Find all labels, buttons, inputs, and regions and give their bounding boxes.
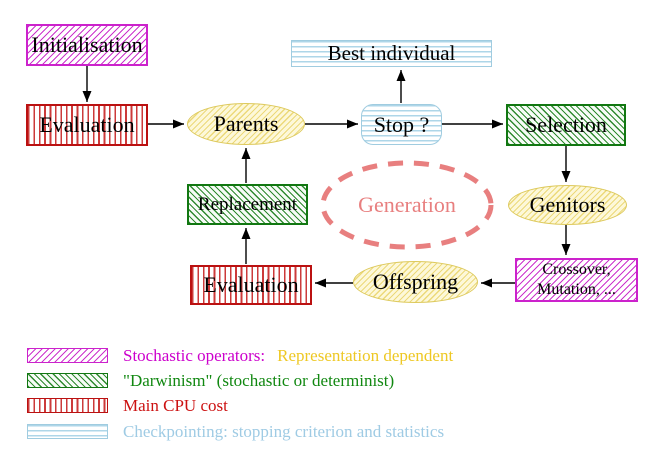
node-evaluation-top: Evaluation: [26, 104, 148, 146]
legend-row-checkpointing: Checkpointing: stopping criterion and st…: [27, 422, 444, 441]
legend-label-stochastic-operators: Stochastic operators:: [123, 345, 266, 365]
node-replacement: Replacement: [187, 184, 308, 225]
legend-label-main-cpu-cost: Main CPU cost: [123, 395, 228, 415]
node-stop: Stop ?: [361, 104, 442, 145]
legend-label-darwinism: "Darwinism" (stochastic or determinist): [123, 370, 395, 390]
legend-swatch-darwinism: [27, 373, 108, 388]
node-selection: Selection: [506, 104, 626, 146]
legend-swatch-stochastic-operators: [27, 348, 108, 363]
node-crossover-mutation: Crossover, Mutation, ...: [515, 258, 638, 302]
legend-label-representation-dependent: Representation dependent: [277, 345, 454, 365]
legend-row-main-cpu-cost: Main CPU cost: [27, 396, 228, 415]
node-best-individual: Best individual: [291, 40, 492, 67]
legend-label-checkpointing: Checkpointing: stopping criterion and st…: [123, 421, 445, 441]
node-genitors: Genitors: [508, 185, 627, 225]
node-initialisation: Initialisation: [26, 24, 148, 66]
generation-dashed-ellipse: [320, 160, 494, 250]
legend-swatch-main-cpu-cost: [27, 398, 108, 413]
node-offspring: Offspring: [353, 261, 478, 303]
legend-swatch-checkpointing: [27, 424, 108, 439]
node-generation-label: Generation: [358, 192, 456, 217]
legend-row-darwinism: "Darwinism" (stochastic or determinist): [27, 371, 394, 390]
legend-row-stochastic-operators: Stochastic operators: Representation dep…: [27, 346, 453, 365]
crossover-label-line2: Mutation, ...: [537, 281, 616, 298]
node-evaluation-bottom: Evaluation: [190, 265, 312, 305]
node-parents: Parents: [187, 103, 305, 145]
crossover-label-line1: Crossover,: [542, 261, 611, 279]
